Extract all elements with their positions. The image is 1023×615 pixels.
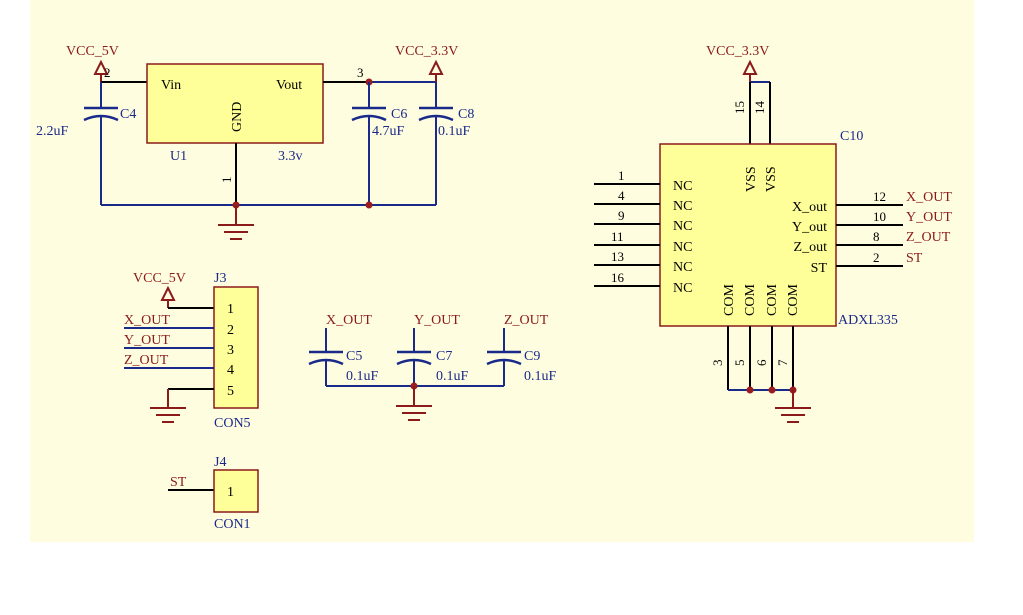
j4-ref: J4 (214, 455, 226, 470)
j3-value: CON5 (214, 416, 251, 431)
adxl-body (659, 143, 837, 327)
adxl-left-pin-nc-9: NC (673, 219, 692, 234)
c6-value: 4.7uF (372, 124, 405, 139)
adxl-net-x-out: X_OUT (906, 190, 952, 205)
adxl-left-pin-nc-11: NC (673, 240, 692, 255)
vcc33-label: VCC_3.3V (395, 44, 458, 59)
adxl-top-pinnum-14: 14 (752, 101, 767, 115)
c7-value: 0.1uF (436, 369, 469, 384)
adxl-right-pinnum-8: 8 (873, 229, 880, 244)
adxl-right-pinnum-12: 12 (873, 189, 886, 204)
c9-ref: C9 (524, 349, 540, 364)
filter-caps-section: X_OUT Y_OUT Z_OUT C5 0.1uF C7 0.1uF C9 0… (308, 313, 557, 421)
adxl-left-pin-nc-16: NC (673, 281, 692, 296)
j4-body (213, 469, 259, 513)
adxl-net-st: ST (906, 251, 923, 266)
j3-ref: J3 (214, 271, 226, 286)
j3-pin-3: 3 (227, 343, 234, 358)
adxl-left-pinnum-13: 13 (611, 249, 624, 264)
c9-value: 0.1uF (524, 369, 557, 384)
adxl-left-pinnum-9: 9 (618, 208, 625, 223)
j3-vcc5-label: VCC_5V (133, 271, 186, 286)
vcc5-label: VCC_5V (66, 44, 119, 59)
adxl-bottom-pinnum-6: 6 (754, 359, 769, 366)
adxl-pin-st: ST (811, 261, 828, 276)
j4-section: J4 ST 1 CON1 (168, 455, 259, 532)
adxl-left-pinnum-1: 1 (618, 168, 625, 183)
filter-net-z: Z_OUT (504, 313, 549, 328)
adxl-left-pinnum-16: 16 (611, 270, 625, 285)
adxl-left-pin-nc-13: NC (673, 260, 692, 275)
adxl-pin-x-out: X_out (792, 200, 827, 215)
adxl-bottom-pinnum-7: 7 (775, 359, 790, 366)
c4-ref: C4 (120, 107, 136, 122)
adxl-ref: C10 (840, 129, 863, 144)
j3-net-y: Y_OUT (124, 333, 170, 348)
j3-pin-5: 5 (227, 384, 234, 399)
j4-value: CON1 (214, 517, 251, 532)
c5-ref: C5 (346, 349, 362, 364)
adxl-left-pinnum-4: 4 (618, 188, 625, 203)
c7-ref: C7 (436, 349, 452, 364)
adxl-left-pin-nc-1: NC (673, 179, 692, 194)
adxl-net-y-out: Y_OUT (906, 210, 952, 225)
c8-value: 0.1uF (438, 124, 471, 139)
adxl-pin-com-3: COM (722, 284, 737, 316)
adxl-pin-vss-14: VSS (764, 166, 779, 192)
j3-pin-2: 2 (227, 323, 234, 338)
u1-ref: U1 (170, 149, 187, 164)
adxl-right-pinnum-2: 2 (873, 250, 880, 265)
c5-value: 0.1uF (346, 369, 379, 384)
adxl-pin-com-5: COM (743, 284, 758, 316)
c8-ref: C8 (458, 107, 474, 122)
adxl-pin-com-7: COM (786, 284, 801, 316)
u1-body (146, 63, 324, 144)
j3-pin-1: 1 (227, 302, 234, 317)
adxl-net-z-out: Z_OUT (906, 230, 951, 245)
u1-pin-vin: Vin (161, 78, 181, 93)
regulator-section: VCC_5V 2 Vin Vout GND U1 3.3v 3 VCC_3.3V… (36, 44, 474, 240)
adxl-pin-z-out: Z_out (794, 240, 828, 255)
adxl-left-pin-nc-4: NC (673, 199, 692, 214)
adxl335-section: VCC_3.3V 15 14 C10 VSS VSS 1 4 9 11 13 1… (594, 44, 952, 423)
u1-pin-gnd: GND (230, 102, 245, 132)
junction-dot (768, 386, 776, 394)
j3-section: VCC_5V J3 1 2 3 4 5 X_OUT Y_OUT Z_OUT CO… (124, 271, 259, 431)
c4-value: 2.2uF (36, 124, 69, 139)
j3-pin-4: 4 (227, 363, 234, 378)
j4-pin-1: 1 (227, 485, 234, 500)
filter-net-x: X_OUT (326, 313, 372, 328)
adxl-value: ADXL335 (838, 313, 898, 328)
adxl-left-pinnum-11: 11 (611, 229, 624, 244)
filter-net-y: Y_OUT (414, 313, 460, 328)
u1-pin-vout: Vout (276, 78, 302, 93)
adxl-vcc33-label: VCC_3.3V (706, 44, 769, 59)
adxl-top-pinnum-15: 15 (732, 101, 747, 114)
j3-body (213, 286, 259, 409)
j3-net-x: X_OUT (124, 313, 170, 328)
adxl-pin-vss-15: VSS (744, 166, 759, 192)
adxl-pin-com-6: COM (765, 284, 780, 316)
adxl-pin-y-out: Y_out (792, 220, 827, 235)
c6-ref: C6 (391, 107, 407, 122)
adxl-bottom-pinnum-5: 5 (732, 360, 747, 367)
j3-net-z: Z_OUT (124, 353, 169, 368)
u1-pinnum-gnd: 1 (219, 177, 234, 184)
junction-dot (365, 201, 373, 209)
adxl-bottom-pinnum-3: 3 (710, 360, 725, 367)
u1-value: 3.3v (278, 149, 303, 164)
u1-pinnum-in: 2 (104, 65, 111, 80)
j4-net-st: ST (170, 475, 187, 490)
u1-pinnum-out: 3 (357, 65, 364, 80)
adxl-right-pinnum-10: 10 (873, 209, 886, 224)
junction-dot (746, 386, 754, 394)
